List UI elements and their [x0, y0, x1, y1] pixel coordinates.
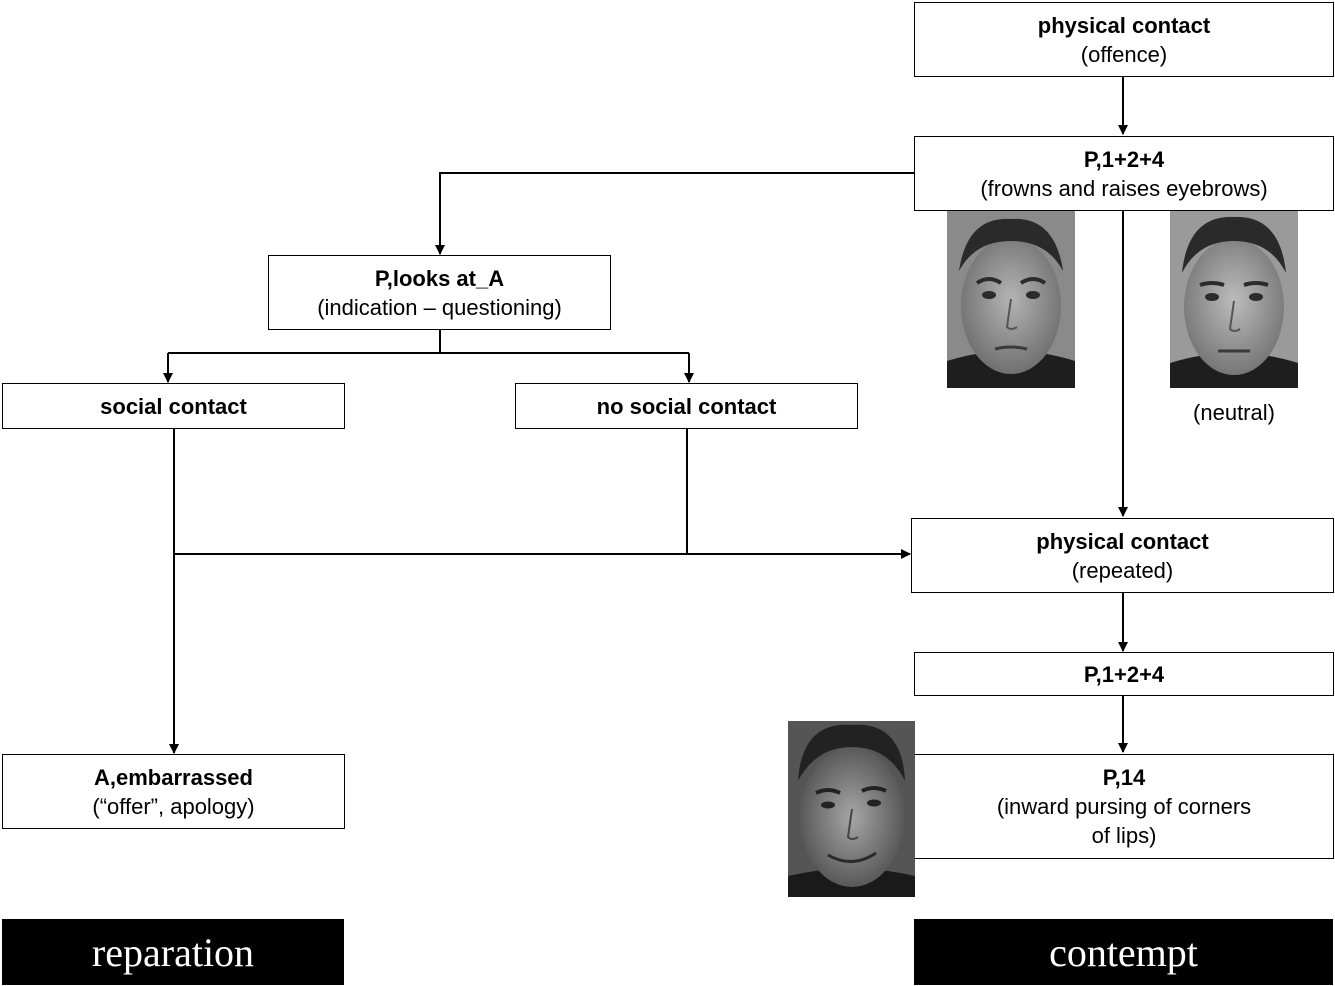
node-physical-contact-offence: physical contact (offence) [914, 2, 1334, 77]
node-title: P,looks at_A [374, 265, 505, 291]
node-title: P,1+2+4 [1083, 661, 1165, 687]
node-physical-contact-repeated: physical contact (repeated) [911, 518, 1334, 593]
contempt-banner: contempt [914, 919, 1333, 985]
node-subtitle-line2: of lips) [1091, 823, 1157, 848]
node-title: P,14 [1102, 765, 1146, 790]
node-title: physical contact [1037, 12, 1211, 38]
node-p124-bottom: P,1+2+4 [914, 652, 1334, 696]
reparation-banner: reparation [2, 919, 344, 985]
node-title: social contact [100, 393, 247, 419]
node-subtitle: (“offer”, apology) [92, 793, 255, 819]
node-subtitle-line1: (inward pursing of corners [996, 794, 1252, 819]
node-p14: P,14 (inward pursing of corners of lips) [914, 754, 1334, 859]
node-subtitle: (frowns and raises eyebrows) [980, 175, 1268, 201]
contempt-face-photo [788, 721, 915, 897]
node-a-embarrassed: A,embarrassed (“offer”, apology) [2, 754, 345, 829]
node-title: no social contact [596, 393, 777, 419]
arrow-p124-to-looks [435, 172, 914, 255]
node-subtitle: (offence) [1080, 41, 1168, 67]
neutral-face-photo [1170, 211, 1298, 388]
node-title: P,1+2+4 [1083, 146, 1165, 172]
node-title: A,embarrassed [94, 764, 253, 790]
neutral-caption: (neutral) [1193, 400, 1275, 425]
node-title: physical contact [1036, 528, 1209, 554]
node-p-looks-at-a: P,looks at_A (indication – questioning) [268, 255, 611, 330]
node-p124-frowns: P,1+2+4 (frowns and raises eyebrows) [914, 136, 1334, 211]
frowning-face-photo [947, 211, 1075, 388]
node-no-social-contact: no social contact [515, 383, 858, 429]
node-social-contact: social contact [2, 383, 345, 429]
node-subtitle: (repeated) [1071, 557, 1174, 583]
node-subtitle: (indication – questioning) [317, 294, 562, 320]
